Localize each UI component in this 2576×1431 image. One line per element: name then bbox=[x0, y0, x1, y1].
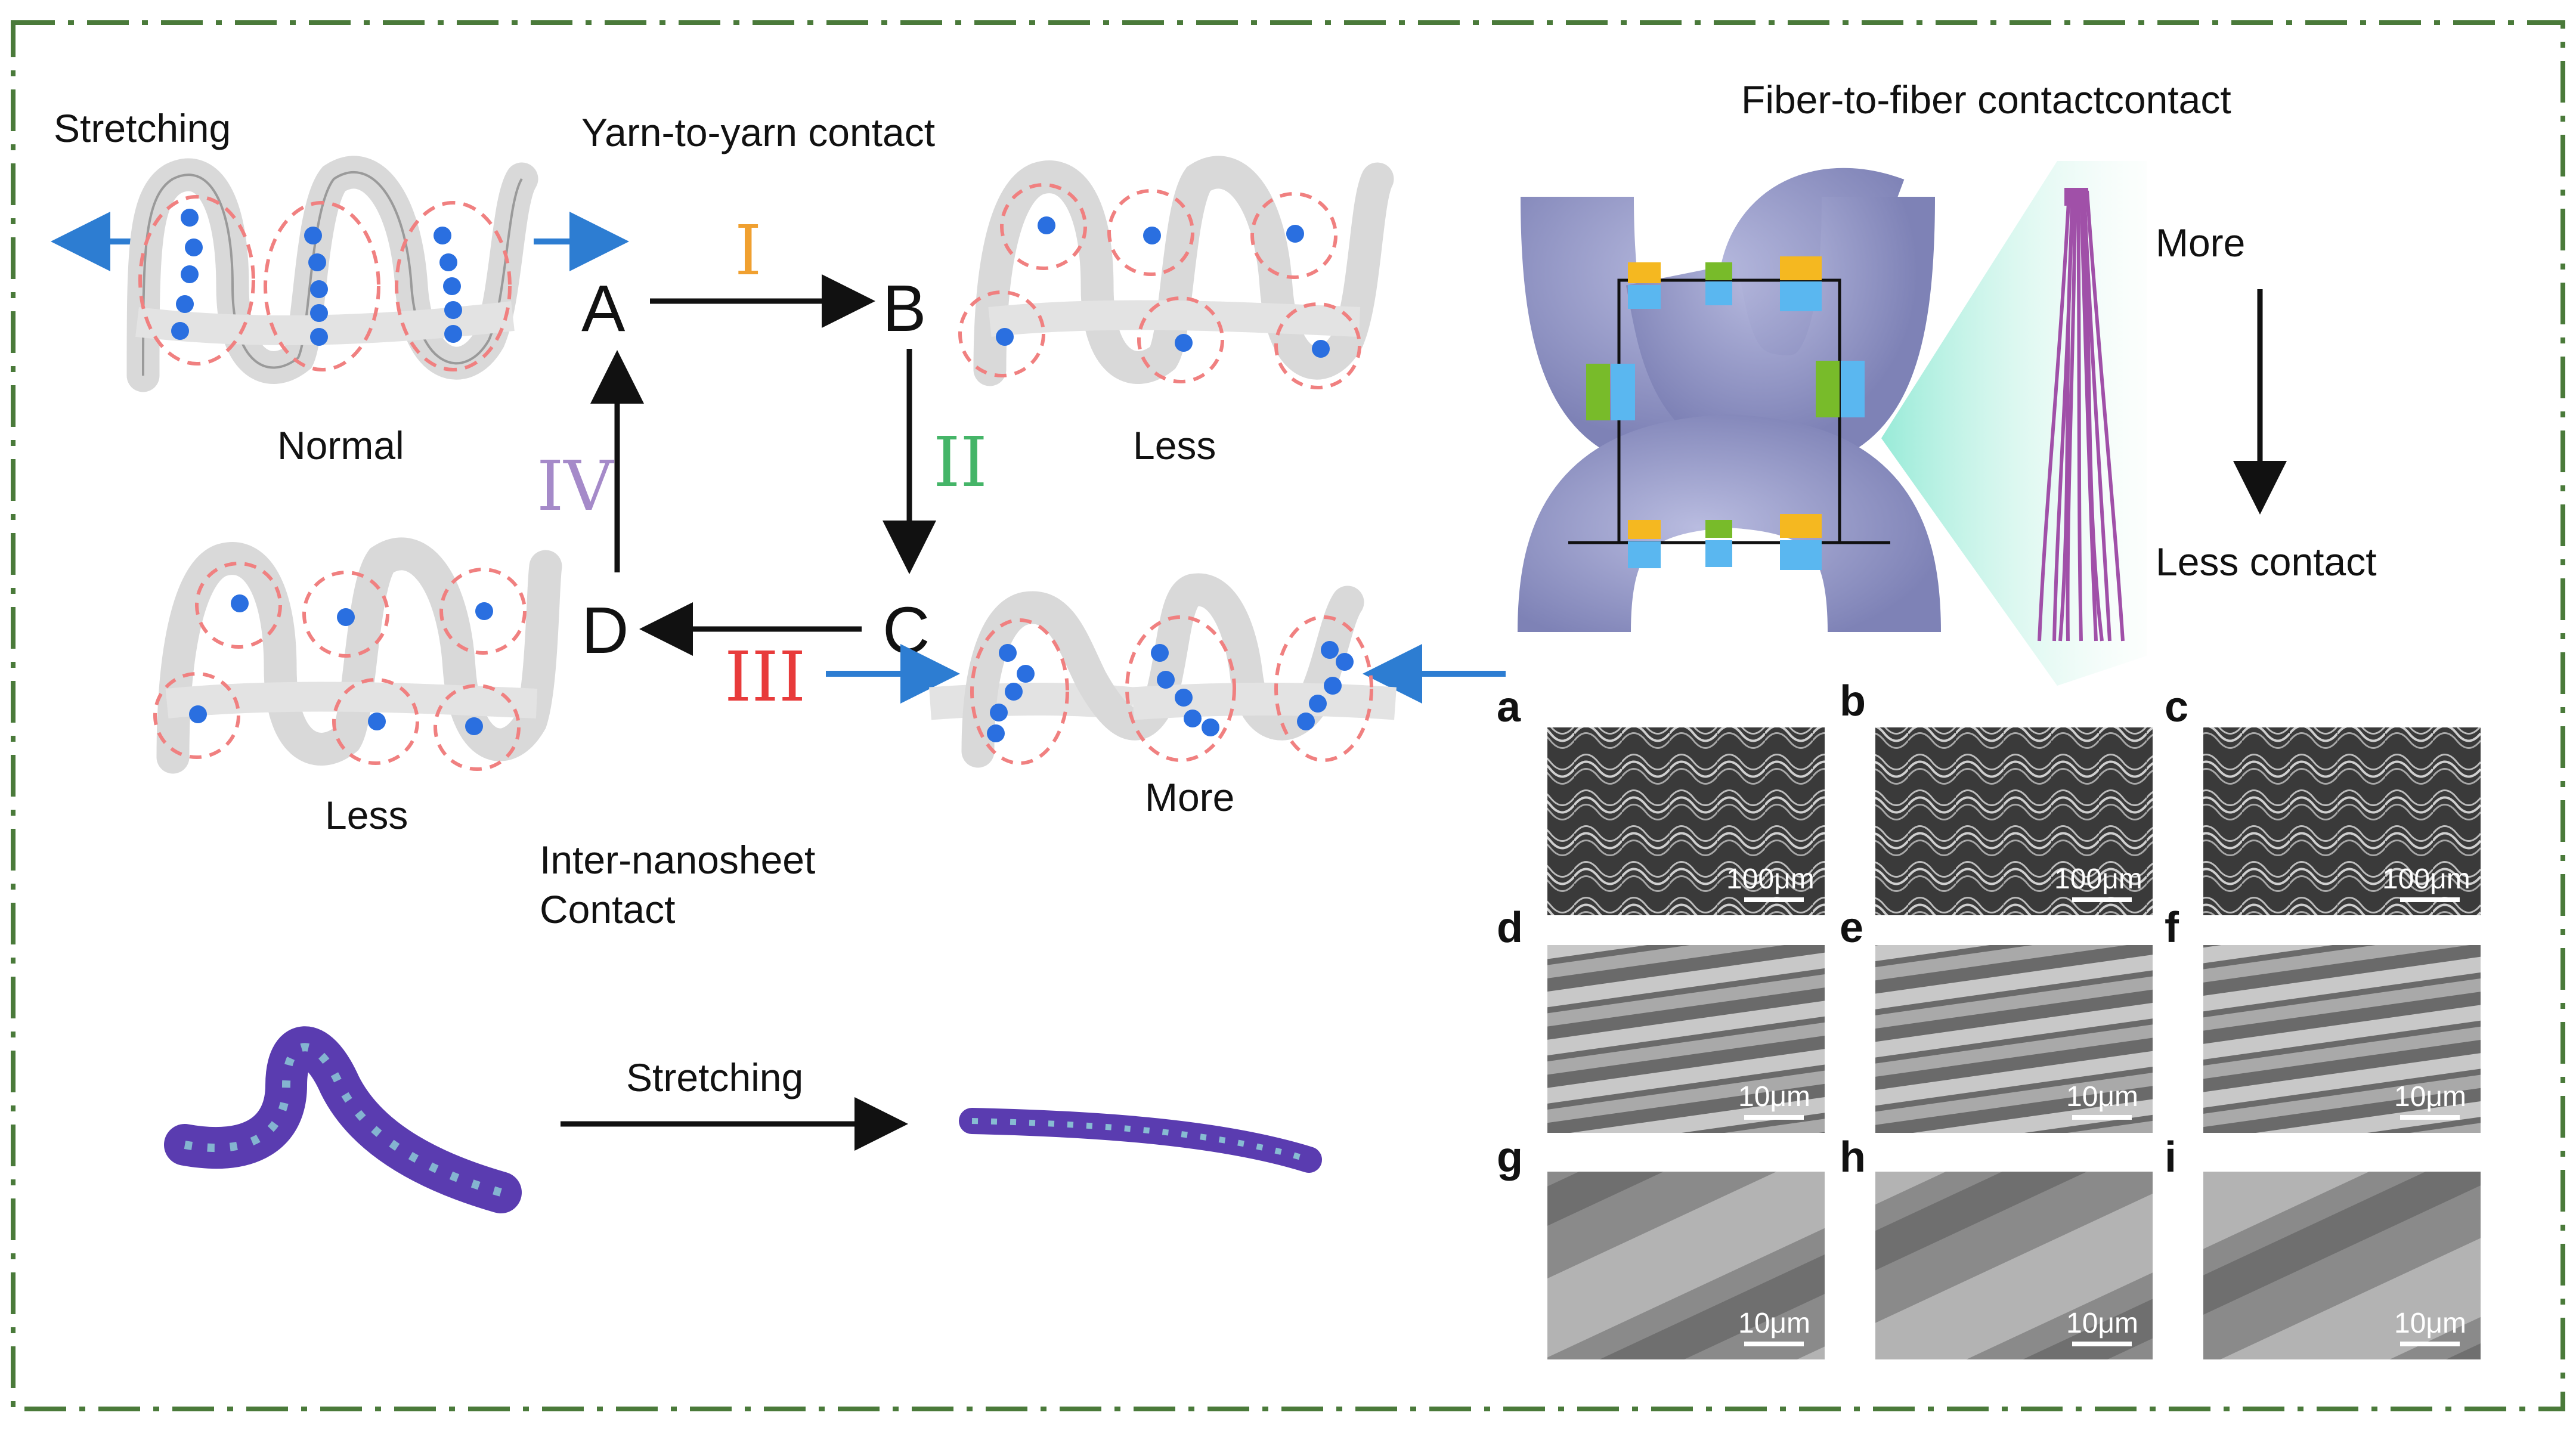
step-III: III bbox=[724, 637, 806, 717]
yarn-loops-normal bbox=[126, 156, 538, 392]
yarn-contact-title: Yarn-to-yarn contact bbox=[581, 110, 935, 154]
sem-panel-label: f bbox=[2165, 904, 2179, 952]
fiber-contact-title: Fiber-to-fiber contactcontact bbox=[1741, 78, 2231, 122]
sem-panel-label: g bbox=[1497, 1133, 1523, 1181]
sem-scale-bar: 10μm bbox=[1738, 1081, 1810, 1113]
state-less-d-label: Less bbox=[325, 793, 408, 837]
sem-panel-label: e bbox=[1840, 904, 1863, 952]
state-more-c-label: More bbox=[1145, 775, 1234, 819]
sem-panel-b: b 100μm bbox=[1840, 677, 2153, 915]
stretching-top-label: Stretching bbox=[54, 106, 231, 150]
knit-structure-model bbox=[1518, 168, 1941, 635]
fiber-less-contact-label: Less contact bbox=[2156, 540, 2377, 584]
sem-scale-bar: 100μm bbox=[2382, 863, 2470, 895]
sem-panel-a: a 100μm bbox=[1497, 683, 1825, 915]
nanosheet-curved bbox=[164, 1026, 522, 1213]
sem-panel-label: a bbox=[1497, 683, 1521, 731]
sem-grid: a 100μm b 100μm c 100μm d 10μm e bbox=[1497, 677, 2481, 1359]
sem-panel-label: h bbox=[1840, 1133, 1866, 1181]
fiber-bundle bbox=[2038, 188, 2125, 642]
state-less-b-label: Less bbox=[1133, 423, 1216, 467]
sem-scale-bar: 100μm bbox=[1726, 863, 1815, 895]
figure-border bbox=[11, 20, 2565, 1411]
state-C: C bbox=[883, 594, 930, 667]
sem-scale-bar: 100μm bbox=[2054, 863, 2142, 895]
state-A: A bbox=[581, 272, 626, 345]
state-D: D bbox=[581, 594, 628, 667]
sem-panel-d: d 10μm bbox=[1497, 904, 1825, 1133]
nanosheet-stretched bbox=[959, 1108, 1322, 1173]
fiber-more-label: More bbox=[2156, 221, 2245, 265]
state-B: B bbox=[883, 272, 926, 345]
sem-scale-bar: 10μm bbox=[2394, 1308, 2466, 1339]
step-IV: IV bbox=[537, 447, 614, 526]
sem-panel-g: g 10μm bbox=[1497, 1133, 1825, 1359]
sem-panel-label: b bbox=[1840, 677, 1866, 725]
sem-panel-label: i bbox=[2165, 1133, 2176, 1181]
sem-panel-f: f 10μm bbox=[2165, 904, 2481, 1133]
inter-nanosheet-label-1: Inter-nanosheet bbox=[540, 838, 815, 882]
sem-panel-e: e 10μm bbox=[1840, 904, 2153, 1133]
yarn-loops-less-d bbox=[153, 537, 562, 774]
sem-panel-i: i 10μm bbox=[2165, 1133, 2481, 1359]
sem-panel-c: c 100μm bbox=[2165, 683, 2481, 915]
stretching-bottom-label: Stretching bbox=[626, 1055, 803, 1099]
sem-panel-h: h 10μm bbox=[1840, 1133, 2153, 1359]
step-I: I bbox=[735, 211, 761, 291]
step-II: II bbox=[933, 423, 987, 503]
sem-scale-bar: 10μm bbox=[2066, 1308, 2138, 1339]
sem-scale-bar: 10μm bbox=[2066, 1081, 2138, 1113]
sem-scale-bar: 10μm bbox=[1738, 1308, 1810, 1339]
sem-panel-label: d bbox=[1497, 904, 1523, 952]
sem-scale-bar: 10μm bbox=[2394, 1081, 2466, 1113]
yarn-loops-more-c bbox=[929, 573, 1397, 768]
state-normal-label: Normal bbox=[277, 423, 404, 467]
sem-panel-label: c bbox=[2165, 683, 2188, 731]
inter-nanosheet-label-2: Contact bbox=[540, 887, 675, 931]
yarn-loops-less-b bbox=[958, 156, 1394, 389]
